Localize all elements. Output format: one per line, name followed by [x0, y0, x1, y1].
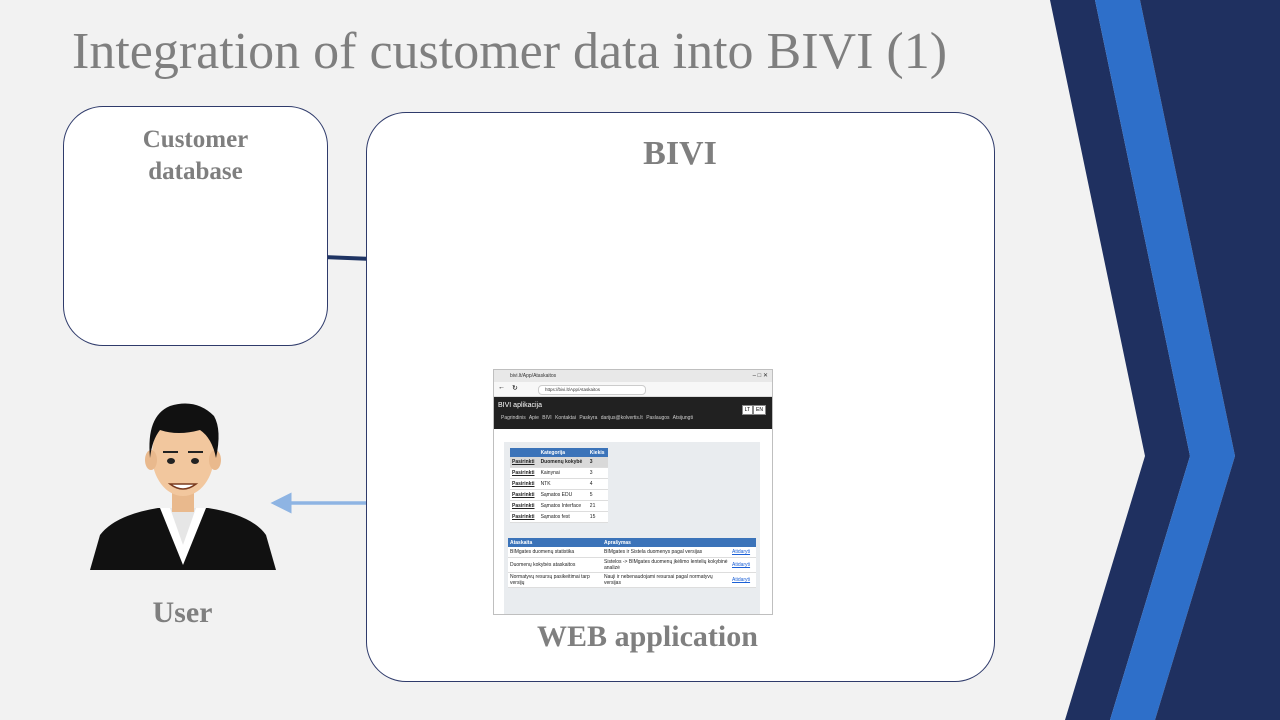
slide-title: Integration of customer data into BIVI (…	[72, 23, 948, 80]
category-th-1: Kategorija	[538, 448, 588, 457]
user-avatar-icon	[90, 403, 276, 570]
sql-line1: SQL Server	[708, 230, 818, 255]
select-link: Pasirinkti	[510, 478, 539, 490]
lang-en: EN	[753, 405, 766, 415]
app-navbar: BIVI aplikacija Pagrindinis Apie BIVI Ko…	[494, 397, 772, 429]
table-row: BIMgates duomenų statistika BIMgates ir …	[508, 547, 756, 558]
back-arrow-icon: ←	[498, 384, 505, 391]
category-cell: Kainynai	[538, 467, 588, 479]
customer-database-box	[63, 106, 328, 346]
aggregated-data-label: Aggregated data	[405, 238, 567, 298]
report-name-cell: Normatyvų resursų pasikeitimai tarp vers…	[508, 572, 602, 588]
user-label: User	[152, 596, 213, 629]
web-application-screenshot: bivi.lt/App/Ataskaitos – □ ✕ ← ↻ https:/…	[493, 369, 773, 615]
lang-lt: LT	[741, 405, 754, 415]
count-cell: 15	[587, 511, 608, 523]
category-cell: Sąmatos EDU	[538, 489, 588, 501]
window-controls-icon: – □ ✕	[752, 373, 768, 379]
customer-database-label: Customer database	[63, 124, 328, 188]
reports-th-0: Ataskaita	[508, 538, 602, 547]
sql-server-label: SQL Server Reporting Services	[652, 228, 874, 288]
select-link: Pasirinkti	[510, 457, 539, 468]
table-row: Pasirinkti NTK 4	[510, 478, 608, 490]
count-cell: 5	[587, 489, 608, 501]
app-nav-links: Pagrindinis Apie BIVI Kontaktai Paskyra …	[501, 415, 693, 421]
table-row: Duomenų kokybės ataskaitos Sistelos -> B…	[508, 557, 756, 573]
category-th-2: Kiekis	[587, 448, 608, 457]
app-content: Kategorija Kiekis Pasirinkti Duomenų kok…	[504, 442, 760, 614]
category-table: Kategorija Kiekis Pasirinkti Duomenų kok…	[510, 448, 608, 523]
customer-label-line2: database	[148, 158, 243, 185]
category-cell: NTK	[538, 478, 588, 490]
browser-url-field: https://bivi.lt/App/Ataskaitos	[538, 385, 646, 395]
category-cell: Sąmatos Interface	[538, 500, 588, 512]
table-row: Pasirinkti Sąmatos fest 15	[510, 511, 608, 523]
count-cell: 21	[587, 500, 608, 512]
category-cell: Duomenų kokybė	[538, 457, 588, 468]
select-link: Pasirinkti	[510, 500, 539, 512]
report-desc-cell: Sistelos -> BIMgates duomenų įkėlimo len…	[602, 557, 730, 573]
reports-table-header: Ataskaita Aprašymas	[508, 538, 756, 547]
select-link: Pasirinkti	[510, 511, 539, 523]
language-switch: LT EN	[741, 405, 766, 415]
count-cell: 4	[587, 478, 608, 490]
chevron-decoration	[1050, 0, 1280, 720]
table-row: Normatyvų resursų pasikeitimai tarp vers…	[508, 572, 756, 588]
table-row: Pasirinkti Sąmatos Interface 21	[510, 500, 608, 512]
report-desc-cell: Nauji ir nebenaudojami resursai pagal no…	[602, 572, 730, 588]
open-link: Atidaryti	[730, 557, 756, 573]
reports-table: Ataskaita Aprašymas BIMgates duomenų sta…	[508, 538, 756, 588]
report-name-cell: Duomenų kokybės ataskaitos	[508, 557, 602, 573]
browser-tab-bar: bivi.lt/App/Ataskaitos – □ ✕	[494, 370, 772, 382]
reports-th-1: Aprašymas	[602, 538, 730, 547]
browser-address-bar: ← ↻ https://bivi.lt/App/Ataskaitos	[494, 382, 772, 397]
open-link: Atidaryti	[730, 547, 756, 558]
reports-th-2	[730, 538, 756, 547]
aggregated-line1: Aggregated	[430, 240, 542, 266]
app-name: BIVI aplikacija	[498, 402, 542, 409]
aggregated-line2: data	[466, 270, 506, 296]
select-link: Pasirinkti	[510, 467, 539, 479]
report-name-cell: BIMgates duomenų statistika	[508, 547, 602, 558]
table-row: Pasirinkti Kainynai 3	[510, 467, 608, 479]
sql-line2: Reporting Services	[675, 260, 851, 285]
select-link: Pasirinkti	[510, 489, 539, 501]
table-row: Pasirinkti Duomenų kokybė 3	[510, 457, 608, 468]
table-row: Pasirinkti Sąmatos EDU 5	[510, 489, 608, 501]
browser-tab-title: bivi.lt/App/Ataskaitos	[510, 373, 557, 379]
category-table-header: Kategorija Kiekis	[510, 448, 608, 457]
category-th-0	[510, 448, 539, 457]
reload-icon: ↻	[512, 385, 518, 392]
count-cell: 3	[587, 467, 608, 479]
report-desc-cell: BIMgates ir Sistela duomenys pagal versi…	[602, 547, 730, 558]
category-cell: Sąmatos fest	[538, 511, 588, 523]
open-link: Atidaryti	[730, 572, 756, 588]
web-application-label: WEB application	[537, 620, 758, 653]
bivi-label: BIVI	[643, 135, 717, 172]
customer-label-line1: Customer	[142, 126, 249, 153]
count-cell: 3	[587, 457, 608, 468]
